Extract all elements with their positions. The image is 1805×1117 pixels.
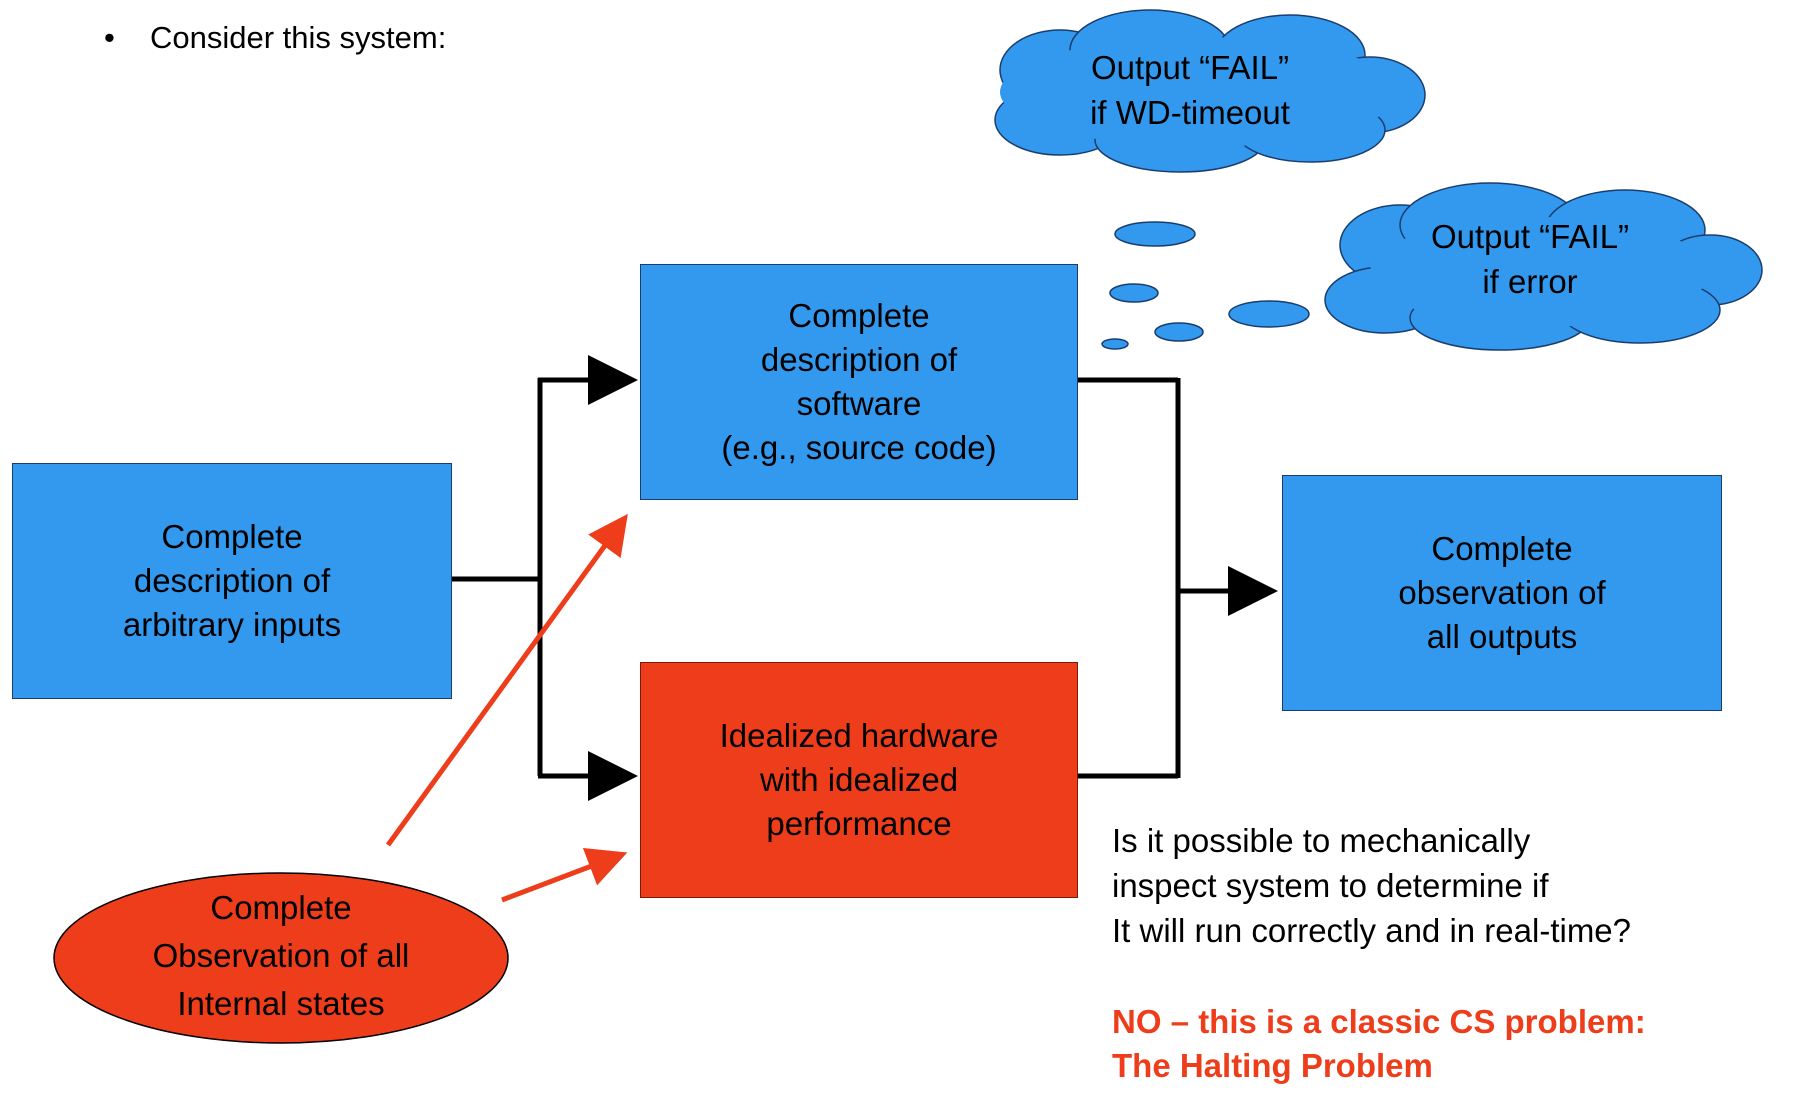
observation-arrow-hardware <box>501 847 628 903</box>
halting-question: Is it possible to mechanically inspect s… <box>1112 822 1632 949</box>
inputs-box: Complete description of arbitrary inputs <box>12 463 452 699</box>
connector-lines <box>450 355 1278 801</box>
intro-text: Consider this system: <box>150 20 447 55</box>
outputs-box: Complete observation of all outputs <box>1282 475 1722 711</box>
software-box: Complete description of software (e.g., … <box>640 264 1078 500</box>
cloud-error-fill <box>1370 217 1710 327</box>
bullet-marker: • <box>104 20 115 55</box>
internal-states-ellipse <box>53 872 509 1044</box>
thought-bubble-5 <box>1228 300 1310 328</box>
cloud-error-label: Output “FAIL” if error <box>1430 218 1630 300</box>
hardware-box: Idealized hardware with idealized perfor… <box>640 662 1078 898</box>
observation-arrows <box>385 513 628 903</box>
thought-bubble-2 <box>1109 283 1159 303</box>
cloud-timeout-label: Output “FAIL” if WD-timeout <box>1090 49 1290 131</box>
internal-states-label: Complete Observation of all Internal sta… <box>152 889 410 1022</box>
observation-arrow-software <box>385 513 628 847</box>
thought-bubble-1 <box>1114 221 1196 247</box>
thought-bubble-3 <box>1101 338 1129 350</box>
outputs-box-label: Complete observation of all outputs <box>1398 530 1606 655</box>
software-box-label: Complete description of software (e.g., … <box>721 297 997 466</box>
halting-answer: NO – this is a classic CS problem: The H… <box>1112 1003 1646 1084</box>
thought-bubbles <box>1101 221 1310 350</box>
thought-bubble-4 <box>1154 322 1204 342</box>
cloud-timeout-fill <box>1000 37 1400 147</box>
inputs-box-label: Complete description of arbitrary inputs <box>122 518 342 643</box>
hardware-box-label: Idealized hardware with idealized perfor… <box>719 717 999 842</box>
